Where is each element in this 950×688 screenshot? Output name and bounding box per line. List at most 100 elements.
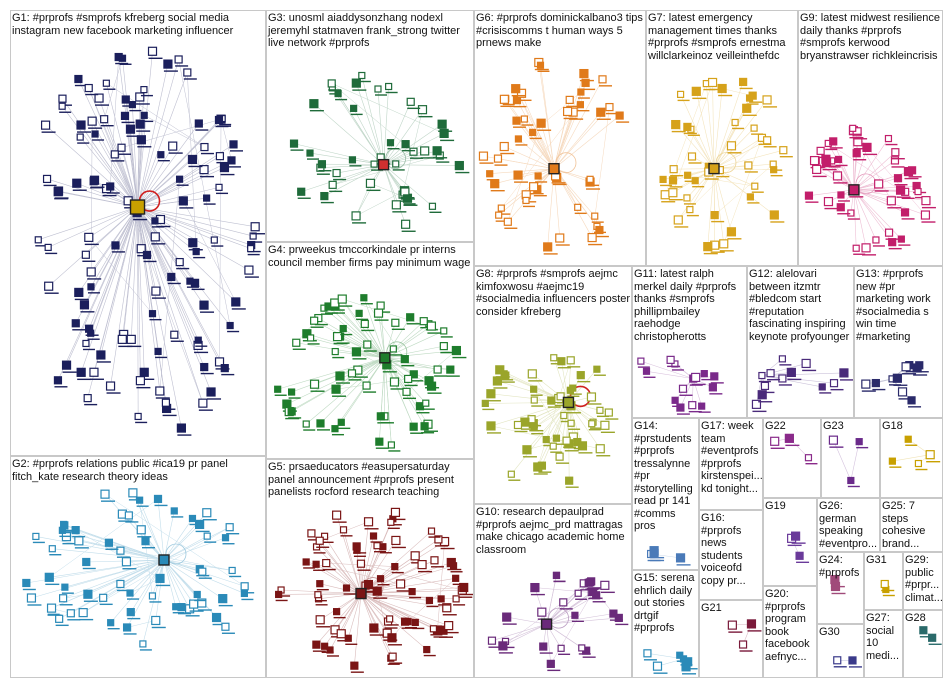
node	[770, 436, 780, 446]
group-box-g26	[817, 498, 880, 552]
node	[316, 580, 324, 588]
edge	[696, 91, 715, 169]
node	[203, 194, 211, 202]
node	[530, 396, 538, 404]
node	[567, 419, 575, 427]
node	[337, 294, 347, 304]
node	[363, 579, 374, 590]
node	[422, 399, 430, 407]
edge	[678, 168, 715, 221]
edge	[504, 146, 555, 169]
edge	[137, 154, 162, 208]
node	[120, 111, 130, 120]
node	[872, 236, 880, 244]
node	[81, 250, 90, 259]
edge	[137, 187, 220, 208]
node	[168, 141, 178, 151]
node	[884, 134, 893, 143]
edge	[31, 559, 165, 599]
edge	[546, 613, 614, 625]
edge	[546, 575, 557, 625]
node	[134, 412, 142, 421]
edge	[130, 207, 138, 340]
node	[886, 196, 896, 206]
node	[306, 334, 315, 342]
edge	[163, 524, 200, 561]
edge	[526, 402, 569, 450]
node	[387, 633, 397, 643]
node	[539, 642, 548, 651]
group-box-g15	[632, 570, 699, 678]
node	[676, 651, 684, 659]
edge	[137, 206, 215, 241]
edge	[163, 559, 190, 609]
node	[514, 135, 523, 143]
edge	[553, 357, 569, 403]
node	[390, 507, 401, 517]
node	[683, 194, 691, 202]
node	[351, 78, 361, 88]
edge	[853, 189, 877, 241]
node	[427, 527, 436, 535]
node	[110, 150, 119, 159]
edge	[132, 492, 165, 561]
node	[557, 357, 566, 366]
node	[150, 232, 160, 242]
edge	[533, 389, 567, 441]
edge	[343, 529, 362, 594]
node	[666, 355, 675, 364]
edge	[122, 206, 138, 340]
group-box-g14	[632, 418, 699, 570]
node	[332, 332, 343, 342]
node	[148, 592, 157, 600]
node	[140, 86, 148, 94]
node	[495, 211, 503, 219]
edge	[761, 375, 823, 388]
group-box-g13	[854, 266, 943, 418]
node	[82, 557, 91, 567]
node	[71, 319, 80, 328]
node	[668, 176, 678, 185]
edge	[183, 200, 237, 303]
edge	[277, 357, 385, 390]
node	[34, 236, 42, 244]
edge	[130, 129, 138, 208]
node	[502, 612, 512, 622]
edge	[137, 169, 205, 208]
edge	[137, 206, 161, 392]
edge	[163, 559, 245, 594]
node	[174, 55, 183, 64]
node	[757, 390, 767, 400]
node	[121, 557, 132, 567]
edge	[384, 330, 444, 359]
group-box-g22	[763, 418, 821, 498]
node	[104, 538, 114, 547]
node	[536, 61, 545, 69]
edge	[137, 64, 169, 208]
edge	[853, 189, 902, 240]
node	[769, 210, 779, 220]
edge	[692, 378, 702, 407]
group-box-g5	[266, 459, 474, 678]
node	[372, 586, 382, 596]
node	[746, 619, 757, 629]
node	[642, 367, 651, 375]
node	[527, 369, 537, 379]
node	[837, 191, 845, 199]
edge	[316, 546, 362, 594]
node	[198, 398, 208, 408]
edge	[501, 168, 555, 209]
node	[404, 374, 413, 384]
node	[99, 593, 108, 602]
node	[219, 162, 230, 173]
node	[391, 563, 399, 571]
node	[852, 244, 860, 252]
edge	[383, 164, 397, 205]
node	[890, 156, 900, 165]
node	[579, 68, 589, 79]
node	[342, 584, 351, 592]
node	[369, 532, 378, 540]
edge	[157, 498, 165, 561]
node	[72, 178, 82, 188]
edge	[363, 297, 386, 358]
